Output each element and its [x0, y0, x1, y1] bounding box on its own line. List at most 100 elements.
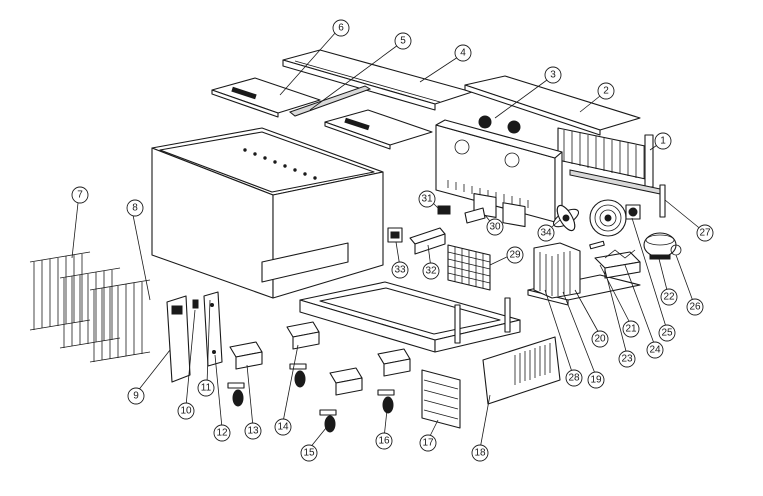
top-rail-panel	[282, 49, 473, 111]
callout-label: 22	[663, 292, 675, 303]
callout-label: 29	[509, 250, 521, 261]
callout-14: 14	[274, 418, 292, 436]
callout-7: 7	[71, 186, 89, 204]
callout-label: 1	[660, 136, 666, 147]
callout-label: 27	[699, 228, 711, 239]
thermostat-box	[387, 227, 403, 243]
drier-filter	[589, 240, 605, 250]
callout-11: 11	[197, 379, 215, 397]
callout-label: 13	[247, 426, 259, 437]
callout-label: 31	[421, 194, 433, 205]
callout-label: 8	[132, 203, 138, 214]
caster-wheel	[319, 409, 337, 433]
callout-5: 5	[394, 32, 412, 50]
fan-blade	[552, 204, 580, 232]
latch-screw	[192, 299, 199, 309]
callout-label: 26	[689, 302, 701, 313]
callout-12: 12	[213, 424, 231, 442]
terminal-block	[437, 205, 451, 215]
callout-28: 28	[565, 369, 583, 387]
caster-bracket	[286, 321, 320, 350]
callout-label: 20	[594, 334, 606, 345]
fan-motor	[625, 204, 641, 220]
callout-label: 6	[338, 23, 344, 34]
front-grille	[29, 251, 151, 363]
callout-10: 10	[177, 402, 195, 420]
hinge-bracket	[203, 291, 223, 367]
callout-label: 14	[277, 422, 289, 433]
callout-24: 24	[646, 341, 664, 359]
callout-label: 9	[133, 391, 139, 402]
callout-29: 29	[506, 246, 524, 264]
callout-label: 2	[603, 86, 609, 97]
caster-bracket	[229, 341, 263, 370]
leader-lines	[71, 31, 704, 450]
callout-label: 17	[422, 438, 434, 449]
callout-label: 12	[216, 428, 228, 439]
support-rail	[569, 169, 666, 218]
callout-label: 21	[625, 324, 637, 335]
rear-top-panel	[464, 75, 641, 136]
callout-15: 15	[300, 444, 318, 462]
callout-2: 2	[597, 82, 615, 100]
callout-3: 3	[544, 66, 562, 84]
callout-label: 5	[400, 36, 406, 47]
callout-8: 8	[126, 199, 144, 217]
left-lid	[211, 77, 321, 118]
callout-label: 28	[568, 373, 580, 384]
compressor	[643, 232, 682, 260]
condenser-coil	[557, 127, 654, 188]
lid-slide-rail	[288, 85, 372, 117]
callout-19: 19	[587, 371, 605, 389]
caster-bracket	[329, 367, 363, 396]
mounting-bracket	[409, 227, 446, 255]
callout-32: 32	[422, 262, 440, 280]
bracket-plate	[464, 207, 486, 224]
caster-wheel	[227, 382, 245, 407]
callout-26: 26	[686, 298, 704, 316]
callout-6: 6	[332, 19, 350, 37]
callout-label: 10	[180, 406, 192, 417]
callout-label: 34	[540, 228, 552, 239]
callout-30: 30	[486, 218, 504, 236]
callout-17: 17	[419, 434, 437, 452]
callout-25: 25	[658, 324, 676, 342]
callout-label: 25	[661, 328, 673, 339]
filter-grid	[447, 244, 491, 291]
callout-21: 21	[622, 320, 640, 338]
callout-label: 30	[489, 222, 501, 233]
front-vent-panel	[482, 336, 561, 405]
cabinet-body	[151, 127, 384, 299]
callout-18: 18	[471, 444, 489, 462]
caster-wheel	[289, 363, 307, 388]
callout-9: 9	[127, 387, 145, 405]
callout-23: 23	[618, 350, 636, 368]
fan-guard	[589, 199, 627, 237]
callout-label: 11	[201, 383, 212, 394]
callout-label: 4	[460, 48, 466, 59]
callout-label: 3	[550, 70, 556, 81]
callout-13: 13	[244, 422, 262, 440]
callout-label: 18	[474, 448, 486, 459]
side-bracket	[166, 295, 191, 383]
louvre-panel	[421, 369, 461, 429]
callout-1: 1	[654, 132, 672, 150]
callout-31: 31	[418, 190, 436, 208]
condenser-core	[533, 242, 581, 299]
callout-label: 24	[649, 345, 661, 356]
callout-label: 23	[621, 354, 633, 365]
callout-20: 20	[591, 330, 609, 348]
drain-tray	[594, 251, 641, 279]
callout-label: 19	[590, 375, 602, 386]
caster-wheel	[377, 389, 395, 414]
callout-label: 32	[425, 266, 437, 277]
callout-label: 15	[303, 448, 315, 459]
callout-34: 34	[537, 224, 555, 242]
callout-label: 16	[378, 436, 390, 447]
base-frame	[299, 281, 521, 353]
callout-label: 7	[77, 190, 83, 201]
callout-label: 33	[394, 265, 406, 276]
callout-33: 33	[391, 261, 409, 279]
callout-22: 22	[660, 288, 678, 306]
